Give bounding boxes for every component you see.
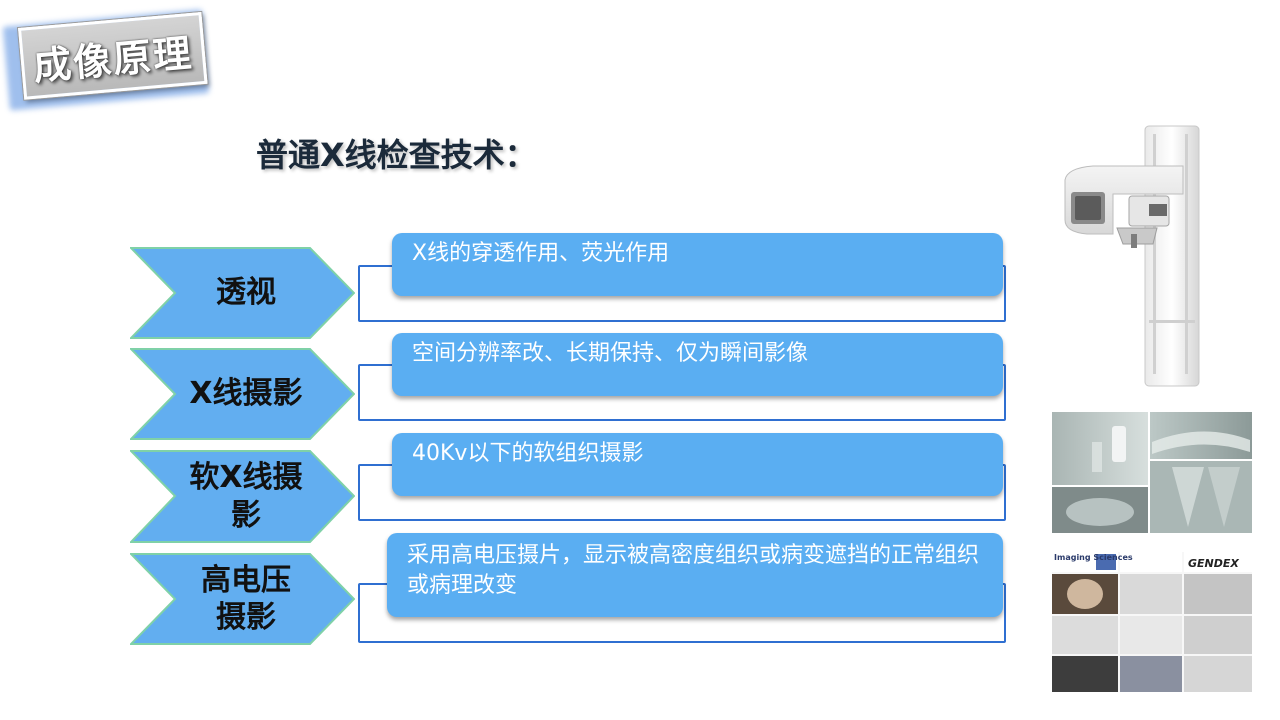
section-heading: 普通X线检查技术： (256, 136, 537, 174)
description-pill-1: X线的穿透作用、荧光作用 (392, 233, 1003, 296)
chevron-row-1[interactable]: 透视 (130, 247, 355, 339)
description-pill-4: 采用高电压摄片，显示被高密度组织或病变遮挡的正常组织或病理改变 (387, 533, 1003, 617)
chevron-label: 透视 (216, 275, 276, 311)
chevron-row-3[interactable]: 软X线摄影 (130, 450, 355, 543)
chevron-label: X线摄影 (189, 376, 303, 412)
chevron-row-2[interactable]: X线摄影 (130, 348, 355, 440)
gendex-logo: GENDEX (1188, 557, 1239, 570)
description-pill-3: 40Kv以下的软组织摄影 (392, 433, 1003, 496)
chevron-label: 软X线摄影 (189, 460, 303, 533)
dental-xray-images (1052, 412, 1252, 533)
xray-machine-image (1064, 125, 1200, 387)
title-badge-container: 成像原理 (0, 0, 240, 130)
chevron-row-4[interactable]: 高电压摄影 (130, 553, 355, 645)
collage-images (1052, 552, 1252, 692)
chevron-shape-icon (130, 450, 355, 543)
chevron-label: 高电压摄影 (201, 562, 291, 636)
title-badge-text: 成像原理 (31, 30, 195, 89)
equipment-collage: Imaging Sciences GENDEX (1052, 552, 1252, 692)
chevron-shape-icon (130, 553, 355, 645)
chevron-shape-icon (130, 247, 355, 339)
imaging-sciences-logo: Imaging Sciences (1054, 553, 1133, 562)
description-pill-2: 空间分辨率改、长期保持、仅为瞬间影像 (392, 333, 1003, 396)
chevron-shape-icon (130, 348, 355, 440)
